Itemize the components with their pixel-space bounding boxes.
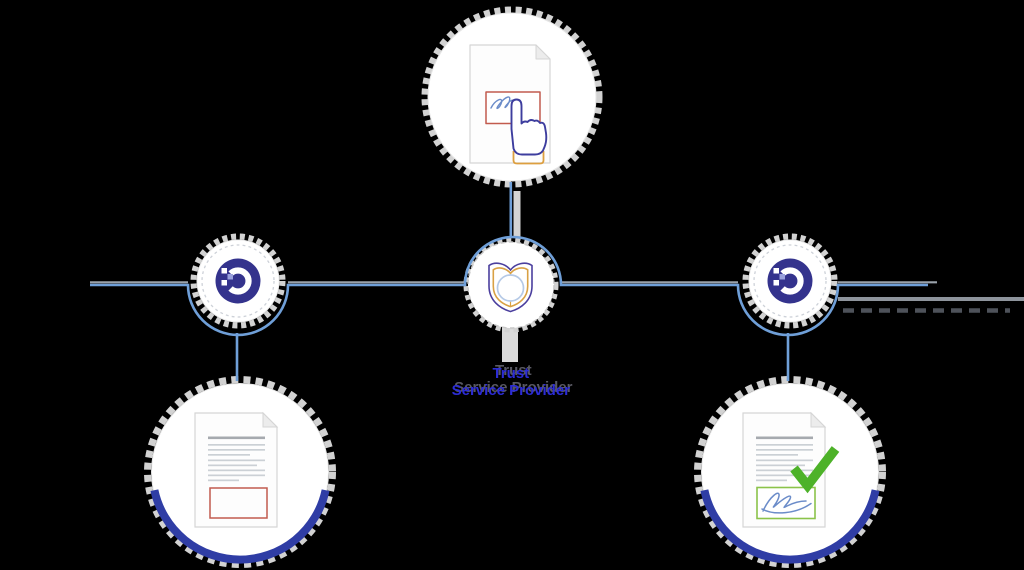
sign-document-hand-icon bbox=[469, 44, 551, 165]
page-fold bbox=[262, 411, 279, 428]
bottom-arc bbox=[700, 489, 880, 564]
signature-scribble bbox=[490, 96, 515, 110]
touch-pad-bracket bbox=[512, 151, 545, 165]
empty-signature-box bbox=[209, 487, 268, 519]
page-fold bbox=[535, 44, 551, 60]
d-logo-icon bbox=[767, 258, 813, 304]
label-line2: Service Provider bbox=[451, 382, 571, 399]
label-line1: Trust bbox=[492, 365, 530, 382]
pointing-hand-icon bbox=[510, 98, 548, 156]
connectors bbox=[90, 182, 928, 381]
signed-document-icon bbox=[742, 411, 840, 528]
check-mark-icon bbox=[790, 446, 840, 494]
signed-signature-box bbox=[756, 486, 816, 520]
bottom-arc bbox=[150, 489, 330, 564]
signature-scribble bbox=[761, 492, 812, 514]
unsigned-document-icon bbox=[194, 411, 279, 528]
page-fold bbox=[810, 411, 827, 428]
shield-icon bbox=[488, 262, 533, 313]
d-logo-icon bbox=[215, 258, 261, 304]
trust-service-provider-label: Trust Service Provider bbox=[452, 365, 570, 399]
